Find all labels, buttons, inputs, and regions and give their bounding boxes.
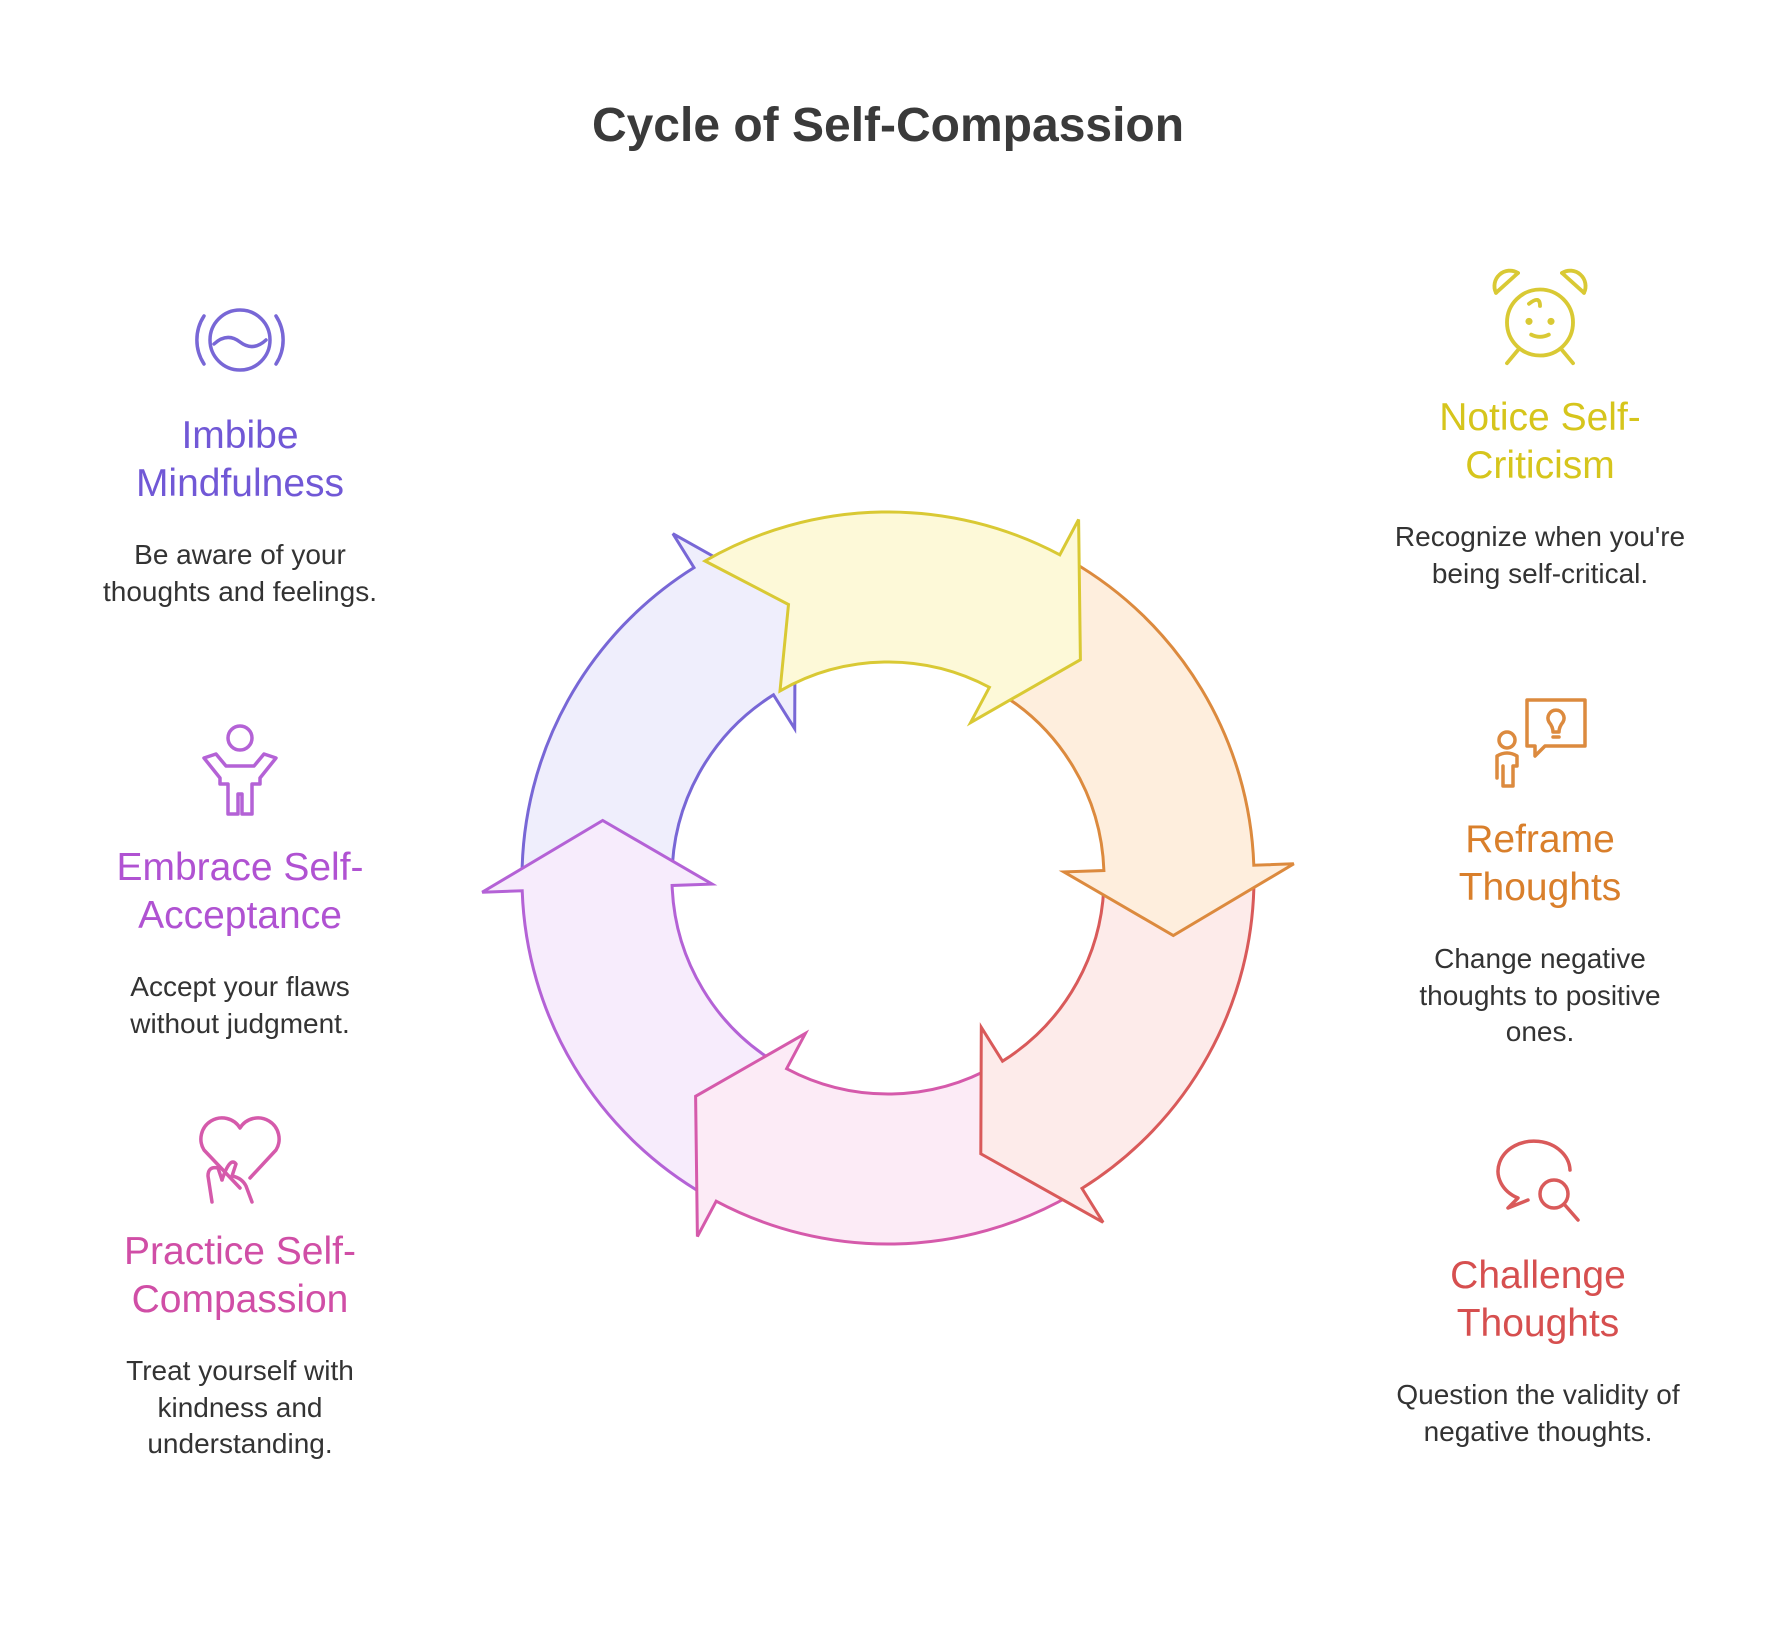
- step-label: Reframe Thoughts: [1458, 818, 1622, 909]
- step-reframe: Reframe Thoughts Change negative thought…: [1390, 694, 1690, 1050]
- cycle-arrow-practice: [694, 1029, 1075, 1246]
- step-notice: Notice Self-Criticism Recognize when you…: [1390, 262, 1690, 592]
- step-imbibe: Imbibe Mindfulness Be aware of your thou…: [90, 290, 390, 610]
- mindful-face-icon: [195, 308, 285, 372]
- step-description: Question the validity of negative though…: [1396, 1379, 1680, 1447]
- cycle-arrows: [481, 510, 1295, 1246]
- step-challenge: Challenge Thoughts Question the validity…: [1388, 1130, 1688, 1450]
- step-label: Notice Self-Criticism: [1439, 396, 1641, 487]
- person-arms-up-icon: [202, 724, 278, 816]
- heart-hand-icon: [199, 1116, 281, 1204]
- person-idea-icon: [1495, 698, 1587, 788]
- step-description: Accept your flaws without judgment.: [130, 971, 350, 1039]
- step-label: Practice Self-Compassion: [124, 1230, 356, 1321]
- step-description: Change negative thoughts to positive one…: [1419, 943, 1661, 1047]
- page-title: Cycle of Self-Compassion: [591, 99, 1185, 152]
- step-label: Challenge Thoughts: [1450, 1254, 1626, 1345]
- step-practice: Practice Self-Compassion Treat yourself …: [90, 1106, 390, 1462]
- step-embrace: Embrace Self-Acceptance Accept your flaw…: [90, 722, 390, 1042]
- cycle-arrow-imbibe: [520, 532, 797, 881]
- step-description: Be aware of your thoughts and feelings.: [103, 539, 377, 607]
- step-description: Treat yourself with kindness and underst…: [126, 1355, 354, 1459]
- cycle-arrow-challenge: [979, 875, 1256, 1224]
- speech-search-icon: [1496, 1139, 1580, 1222]
- step-description: Recognize when you're being self-critica…: [1394, 521, 1686, 589]
- step-label: Imbibe Mindfulness: [135, 414, 345, 505]
- alarm-clock-icon: [1492, 268, 1588, 366]
- cycle-arrow-notice: [701, 510, 1082, 727]
- cycle-arrow-embrace: [481, 818, 784, 1198]
- step-label: Embrace Self-Acceptance: [116, 846, 364, 937]
- cycle-arrow-reframe: [992, 558, 1295, 938]
